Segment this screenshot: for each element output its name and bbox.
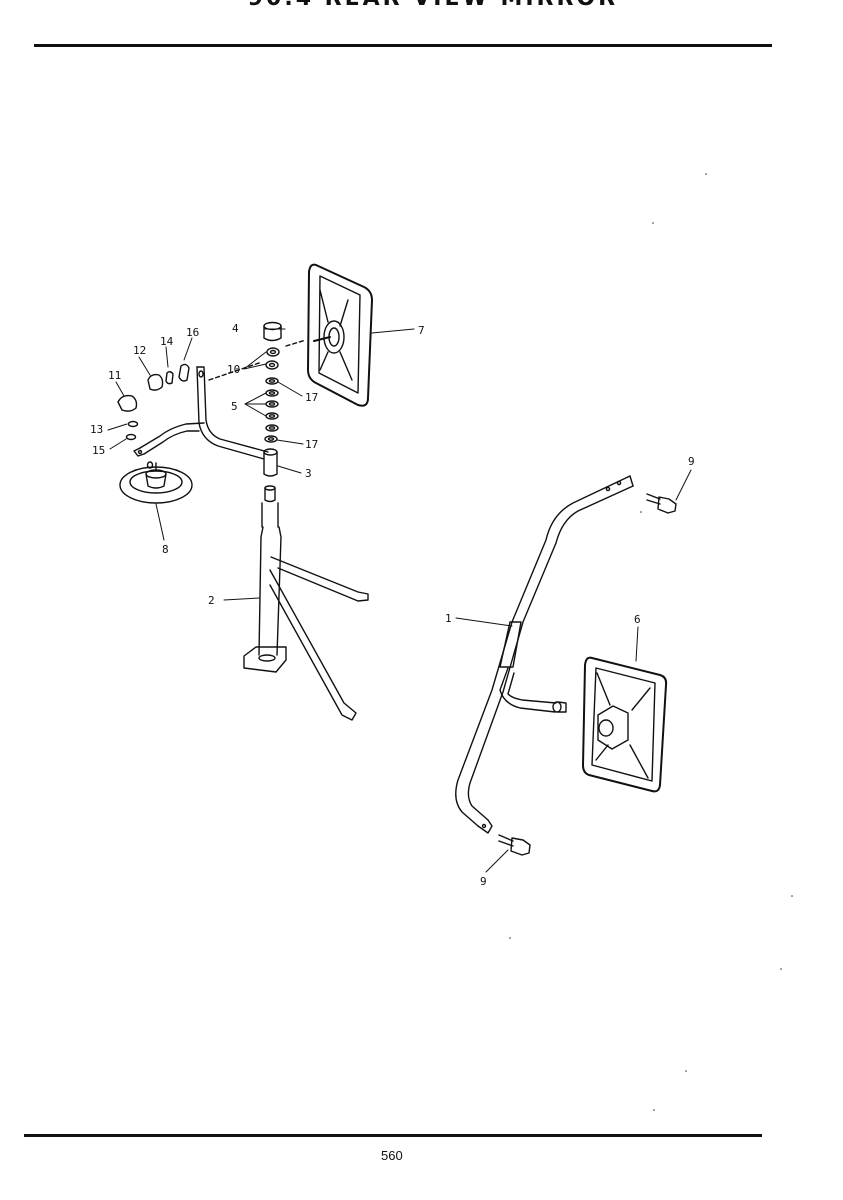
long-mirror-arm — [455, 475, 634, 834]
callout-13: 13 — [90, 423, 103, 436]
mirror-medium — [582, 656, 668, 793]
washer-stack — [264, 377, 279, 443]
knob-parts — [117, 373, 164, 412]
callout-15: 15 — [92, 444, 105, 457]
header-rule — [34, 44, 772, 47]
small-washer-parts — [125, 420, 139, 441]
page-title: - 90.4 REAR VIEW MIRROR — [0, 0, 843, 11]
callout-4: 4 — [232, 322, 239, 335]
bolt-part-upper — [646, 493, 677, 514]
footer-rule — [24, 1134, 762, 1137]
callout-8: 8 — [162, 543, 169, 556]
callout-17-lower: 17 — [305, 438, 318, 451]
clip-parts — [165, 363, 190, 385]
cap-part — [263, 321, 282, 342]
callout-12: 12 — [133, 344, 146, 357]
scan-specks — [509, 173, 793, 1111]
callout-17-upper: 17 — [305, 391, 318, 404]
callout-9-lower: 9 — [480, 875, 487, 888]
leader-lines — [107, 328, 692, 873]
callout-3: 3 — [305, 467, 312, 480]
mirror-arm-bracket — [133, 366, 269, 460]
bolt-part-lower — [498, 834, 531, 856]
base-plate-part — [119, 461, 193, 504]
post-part — [243, 485, 369, 721]
callout-1: 1 — [445, 612, 452, 625]
callout-5: 5 — [231, 400, 238, 413]
callout-2: 2 — [208, 594, 215, 607]
callout-14: 14 — [160, 335, 174, 348]
callout-11: 11 — [108, 369, 121, 382]
callout-6: 6 — [634, 613, 641, 626]
callout-16: 16 — [186, 326, 199, 339]
callout-7: 7 — [418, 324, 425, 337]
page-number: 560 — [381, 1148, 403, 1163]
assembly-line — [285, 339, 307, 347]
callout-10: 10 — [227, 363, 240, 376]
mirror-large — [307, 263, 373, 407]
sleeve-part — [263, 448, 278, 477]
assembly-line — [208, 361, 263, 381]
callout-9-upper: 9 — [688, 455, 695, 468]
nut-parts — [265, 347, 280, 370]
